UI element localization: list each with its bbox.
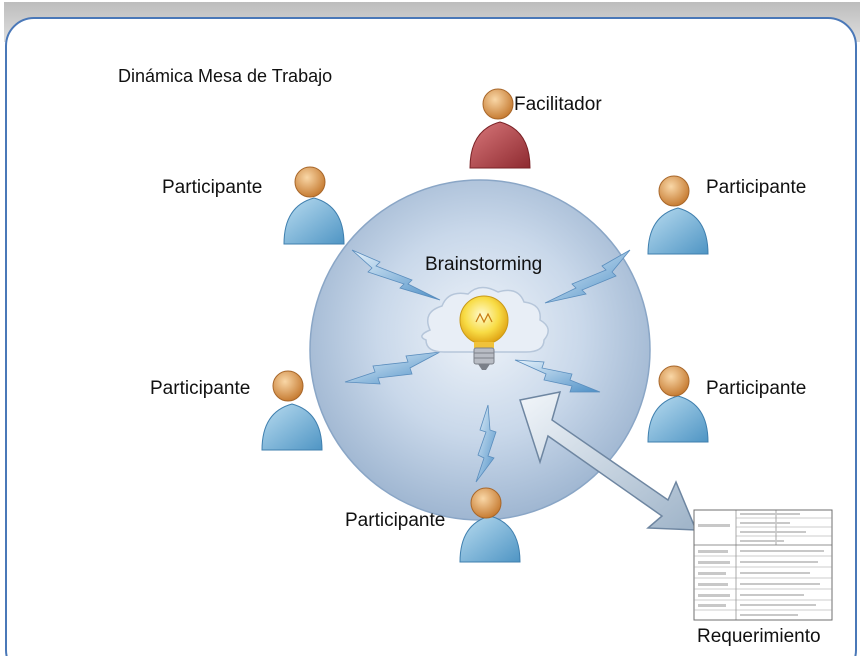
facilitator-person-icon — [469, 88, 531, 169]
participant-person-icon-top-right — [647, 175, 709, 255]
participant-label-mid-right: Participante — [706, 378, 807, 399]
brainstorming-label: Brainstorming — [425, 254, 543, 275]
participant-label-top-left: Participante — [162, 177, 263, 198]
bulb-neck — [474, 342, 494, 348]
bulb-glass — [459, 295, 509, 345]
bolt-upper-right — [544, 249, 631, 304]
requirement-label: Requerimiento — [697, 626, 821, 647]
participant-person-icon-mid-left — [261, 370, 323, 451]
bolt-right — [514, 359, 601, 393]
bolt-upper-left — [351, 249, 441, 301]
facilitator-label: Facilitador — [514, 94, 602, 115]
participant-label-bottom: Participante — [345, 510, 446, 531]
participant-person-icon-bottom — [459, 487, 521, 563]
participant-label-mid-left: Participante — [150, 378, 251, 399]
participant-label-top-right: Participante — [706, 177, 807, 198]
participant-person-icon-mid-right — [647, 365, 709, 443]
bulb-filament — [475, 312, 493, 324]
bulb-base — [473, 347, 495, 365]
idea-bulb-icon — [421, 286, 549, 370]
requirement-document-icon — [693, 509, 833, 621]
participant-person-icon-top-left — [283, 166, 345, 245]
lightning-bolts — [344, 249, 631, 483]
diagram-title: Dinámica Mesa de Trabajo — [118, 66, 333, 86]
bolt-lower — [475, 404, 497, 483]
